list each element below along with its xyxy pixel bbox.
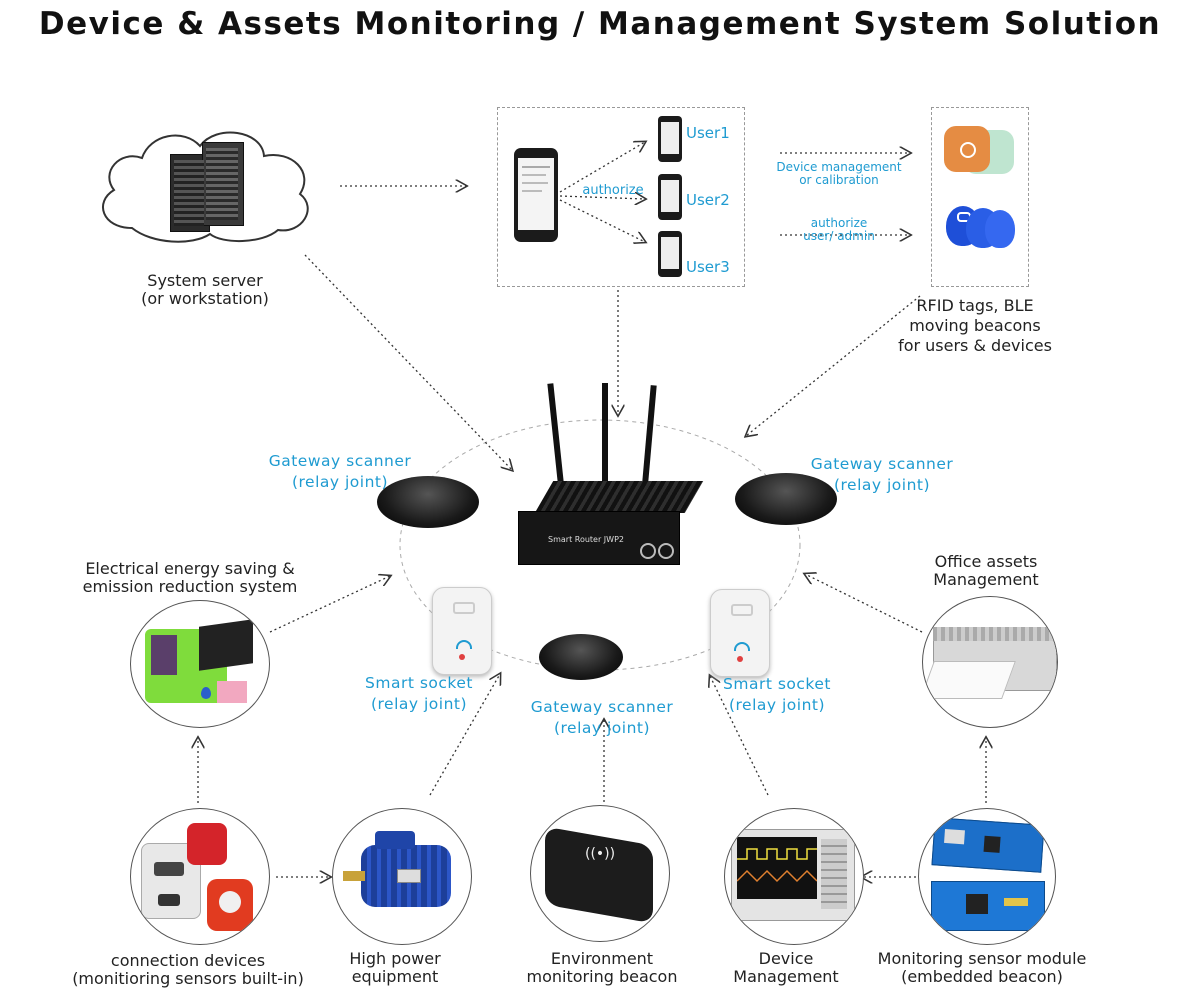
beacon-device-icon xyxy=(545,826,653,924)
rfid-to-router-arrow xyxy=(746,295,921,436)
server-to-router-arrow xyxy=(304,254,512,470)
gateway-scanner-bottom-icon xyxy=(539,634,623,680)
smart-socket-left-icon xyxy=(432,587,492,675)
device-management-circle xyxy=(724,808,864,945)
rfid-fob-icon xyxy=(985,210,1015,248)
gateway-bottom-label: Gateway scanner(relay joint) xyxy=(530,698,674,737)
socket-left-label: Smart socket(relay joint) xyxy=(365,674,473,713)
smart-router: Smart Router JWP2 xyxy=(518,383,704,567)
gateway-right-label: Gateway scanner(relay joint) xyxy=(810,455,954,494)
page-title: Device & Assets Monitoring / Management … xyxy=(38,6,1162,42)
connection-devices-circle xyxy=(130,808,270,945)
router-model-label: Smart Router JWP2 xyxy=(548,535,624,544)
smart-socket-right-icon xyxy=(710,589,770,677)
display-panel-icon xyxy=(199,619,253,671)
equipment-to-socket-arrow xyxy=(429,674,500,796)
authorize-label: authorize xyxy=(582,183,644,198)
environment-beacon-circle: ((•)) xyxy=(530,805,670,942)
circuit-board-icon xyxy=(931,881,1045,931)
gateway-scanner-right-icon xyxy=(735,473,837,525)
rfid-box xyxy=(931,107,1029,287)
energy-system-circle xyxy=(130,600,270,728)
server-label: System server(or workstation) xyxy=(141,271,269,308)
circuit-board-icon xyxy=(931,817,1045,873)
gateway-scanner-left-icon xyxy=(377,476,479,528)
ble-tag-orange-icon xyxy=(944,126,990,172)
phones-box xyxy=(497,107,745,287)
antenna-icon xyxy=(547,383,564,486)
user2-phone-icon xyxy=(658,174,682,220)
user1-label: User1 xyxy=(686,124,730,142)
phone-to-user2-arrow xyxy=(559,196,645,199)
server-rack-icon xyxy=(170,140,244,232)
socket-right-label: Smart socket(relay joint) xyxy=(723,675,831,714)
energy-label: Electrical energy saving &emission reduc… xyxy=(82,559,298,596)
connection-devices-label: connection devices(monitioring sensors b… xyxy=(72,951,304,988)
waveform-icon xyxy=(737,848,817,883)
energy-to-network-arrow xyxy=(269,576,390,633)
industrial-plug-icon xyxy=(207,879,253,931)
office-assets-circle xyxy=(922,596,1058,728)
admin-phone-icon xyxy=(514,148,558,242)
industrial-plug-icon xyxy=(187,823,227,865)
user3-label: User3 xyxy=(686,258,730,276)
phone-to-user3-arrow xyxy=(559,199,645,242)
sensor-module-label: Monitoring sensor module(embedded beacon… xyxy=(877,949,1087,986)
phone-to-user1-arrow xyxy=(559,142,645,193)
sensor-module-circle xyxy=(918,808,1056,945)
server-cloud xyxy=(92,120,317,250)
user1-phone-icon xyxy=(658,116,682,162)
gateway-left-label: Gateway scanner(relay joint) xyxy=(268,452,412,491)
office-to-network-arrow xyxy=(805,574,923,633)
signal-icon: ((•)) xyxy=(585,846,616,862)
high-power-circle xyxy=(332,808,472,945)
antenna-icon xyxy=(642,385,657,486)
user2-label: User2 xyxy=(686,191,730,209)
antenna-icon xyxy=(602,383,608,483)
user3-phone-icon xyxy=(658,231,682,277)
device-to-socket-arrow xyxy=(710,676,769,796)
